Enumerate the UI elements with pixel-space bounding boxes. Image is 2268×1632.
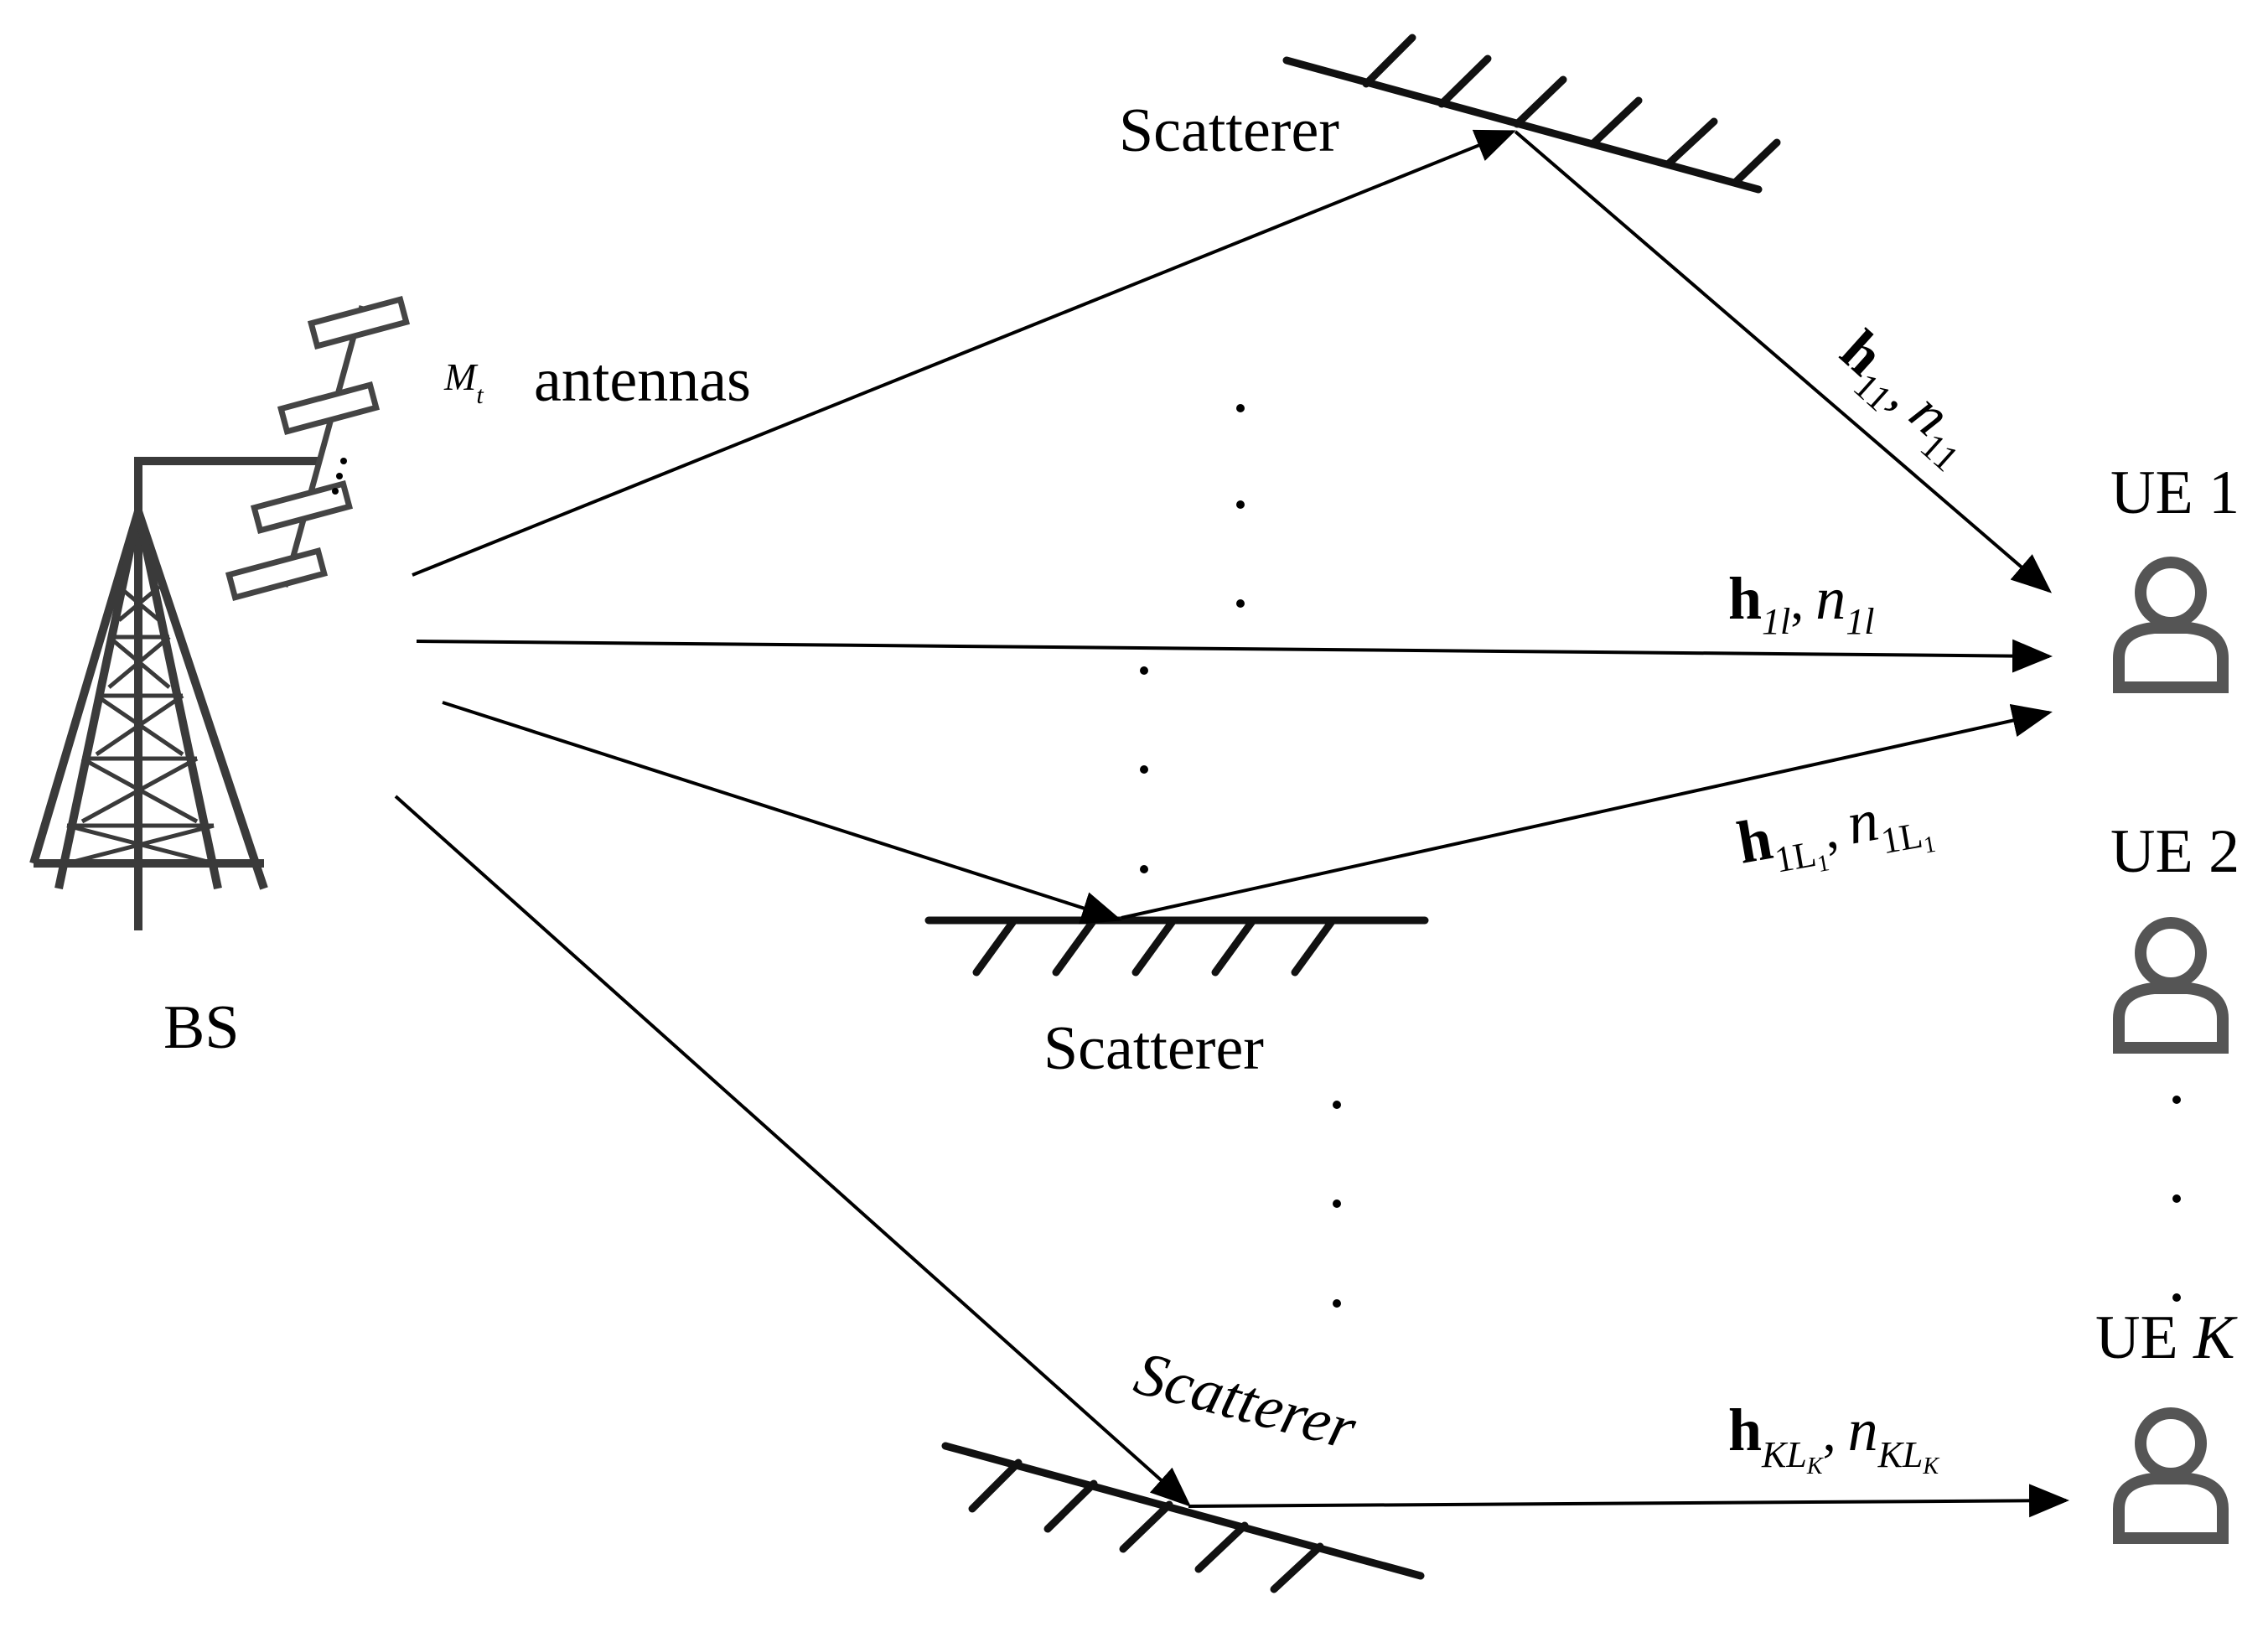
channel-label-1L1: h1L1,n1L1	[1732, 777, 1938, 891]
user-icon	[2113, 917, 2229, 1054]
propagation-paths	[394, 129, 2069, 1518]
ue2-label: UE 2	[2110, 817, 2240, 886]
path-bs-to-mid-scatterer	[442, 701, 1122, 925]
ueK-label: UE K	[2095, 1303, 2238, 1372]
user-icon	[2113, 557, 2229, 693]
channel-label-1l: h1l,n1l	[1728, 565, 1875, 642]
path-bottom-scatterer-to-ueK	[1188, 1484, 2069, 1518]
path-los-to-ue1	[416, 639, 2053, 673]
channel-label-KLK: hKLK,nKLK	[1728, 1396, 1939, 1479]
path-top-scatterer-to-ue1	[1514, 130, 2053, 593]
path-bs-to-top-scatterer	[412, 129, 1516, 577]
bs-label: BS	[163, 993, 240, 1062]
user-icon	[2113, 1407, 2229, 1544]
ellipsis-dots	[1140, 404, 2181, 1308]
channel-label-11: h11,n11	[1821, 319, 1989, 479]
scatterer-top-label: Scatterer	[1119, 96, 1339, 165]
scatterer-bottom-label: Scatterer	[1128, 1339, 1364, 1464]
ue1-label: UE 1	[2110, 459, 2240, 527]
cell-tower-icon	[29, 457, 318, 930]
path-bs-to-bottom-scatterer	[394, 795, 1191, 1507]
antenna-array-icon	[225, 295, 411, 602]
scatterer-surface-icon	[924, 34, 1781, 1593]
scatterer-mid-label: Scatterer	[1043, 1014, 1264, 1083]
path-mid-scatterer-to-ue1	[1121, 703, 2053, 920]
